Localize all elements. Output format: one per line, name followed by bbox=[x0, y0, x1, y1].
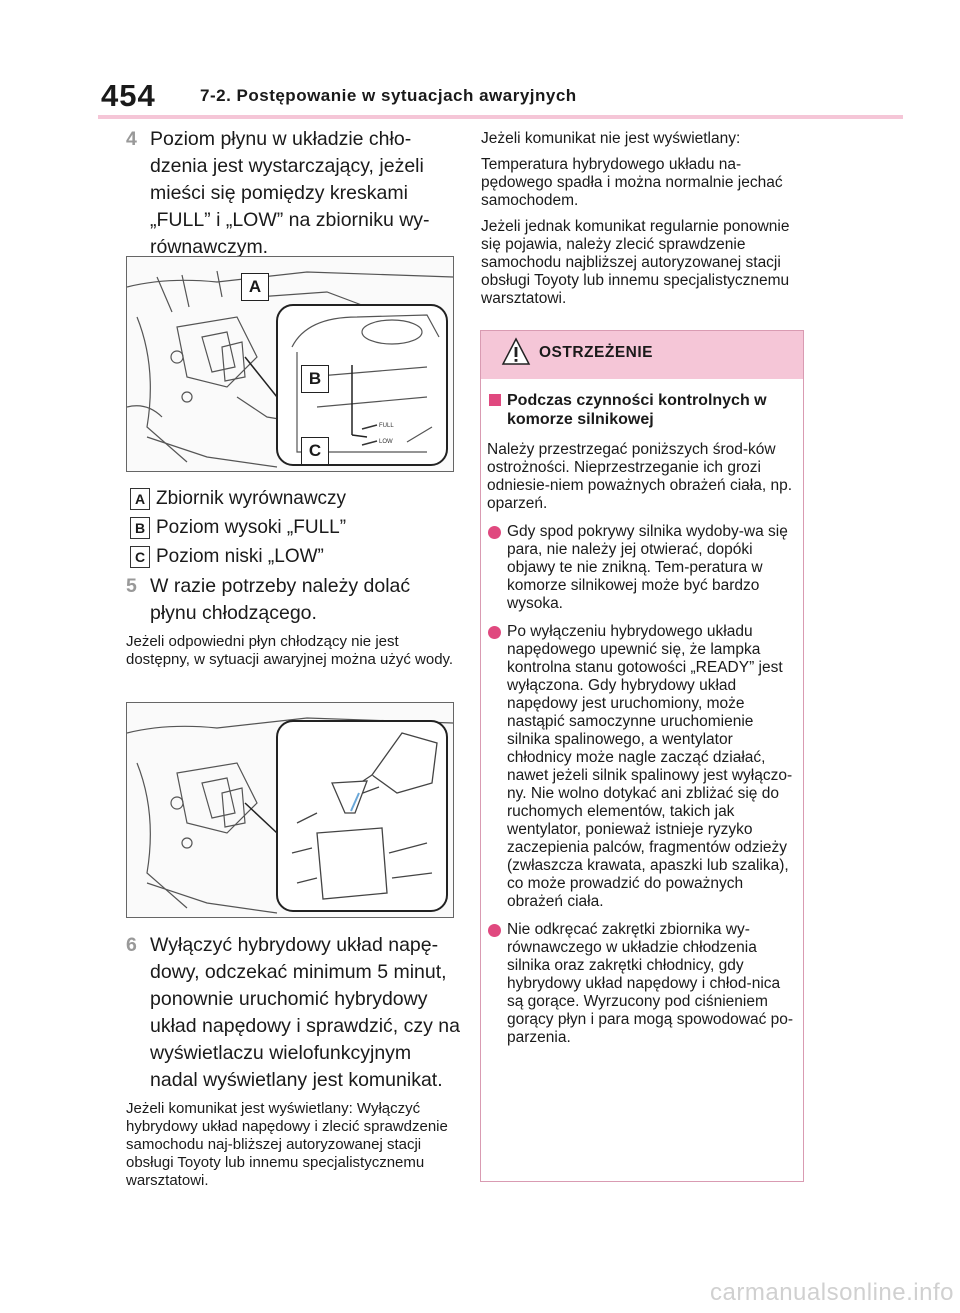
bullet-text: Gdy spod pokrywy silnika wydoby-wa się p… bbox=[507, 523, 788, 612]
watermark: carmanualsonline.info bbox=[710, 1279, 954, 1306]
step-number: 6 bbox=[126, 934, 137, 956]
label-key: A bbox=[130, 488, 150, 510]
paragraph-no-message: Jeżeli komunikat nie jest wyświetlany: bbox=[481, 130, 741, 147]
step-number: 5 bbox=[126, 575, 137, 597]
label-key: C bbox=[130, 546, 150, 568]
step-text: W razie potrzeby należy dolać płynu chło… bbox=[150, 575, 411, 624]
full-mark: FULL bbox=[379, 423, 394, 429]
callout-c: C bbox=[301, 437, 329, 465]
warning-header: OSTRZEŻENIE bbox=[481, 331, 803, 379]
square-bullet-icon bbox=[489, 394, 501, 406]
warning-intro: Należy przestrzegać poniższych środ-ków … bbox=[487, 441, 793, 512]
label-text: Poziom wysoki „FULL” bbox=[156, 517, 347, 538]
bullet-text: Nie odkręcać zakrętki zbiornika wy-równa… bbox=[507, 921, 794, 1046]
bullet-dot-icon bbox=[488, 526, 501, 539]
step-number: 4 bbox=[126, 128, 137, 150]
step-text: Poziom płynu w układzie chło-dzenia jest… bbox=[150, 128, 430, 258]
warning-bullet: Nie odkręcać zakrętki zbiornika wy-równa… bbox=[487, 921, 797, 1047]
step-6-note: Jeżeli komunikat jest wyświetlany: Wyłąc… bbox=[126, 1100, 448, 1189]
callout-b: B bbox=[301, 365, 329, 393]
callout-a: A bbox=[241, 273, 269, 301]
warning-bullet: Po wyłączeniu hybrydowego układu napędow… bbox=[487, 623, 797, 911]
label-text: Zbiornik wyrównawczy bbox=[156, 488, 347, 509]
step-4: 4 Poziom płynu w układzie chło-dzenia je… bbox=[126, 126, 456, 265]
warning-subheading: Podczas czynności kontrolnych w komorze … bbox=[487, 391, 797, 429]
bullet-text: Po wyłączeniu hybrydowego układu napędow… bbox=[507, 623, 793, 910]
step-5: 5 W razie potrzeby należy dolać płynu ch… bbox=[126, 573, 456, 669]
engine-bay-illustration: FULL LOW bbox=[126, 270, 454, 468]
low-mark: LOW bbox=[379, 439, 393, 445]
paragraph-recurring-message: Jeżeli jednak komunikat regularnie ponow… bbox=[481, 218, 790, 307]
label-key: B bbox=[130, 517, 150, 539]
warning-bullet: Gdy spod pokrywy silnika wydoby-wa się p… bbox=[487, 523, 797, 613]
coolant-pouring-illustration bbox=[126, 717, 454, 914]
warning-box: OSTRZEŻENIE Podczas czynności kontrolnyc… bbox=[480, 330, 804, 1182]
label-b: B Poziom wysoki „FULL” bbox=[130, 515, 460, 540]
label-a: A Zbiornik wyrównawczy bbox=[130, 486, 460, 511]
figure-labels: A Zbiornik wyrównawczy B Poziom wysoki „… bbox=[130, 486, 460, 573]
step-6: 6 Wyłączyć hybrydowy układ napę-dowy, od… bbox=[126, 932, 461, 1190]
step-text: Wyłączyć hybrydowy układ napę-dowy, odcz… bbox=[150, 934, 460, 1091]
label-text: Poziom niski „LOW” bbox=[156, 546, 324, 567]
warning-title: OSTRZEŻENIE bbox=[539, 344, 654, 361]
label-c: C Poziom niski „LOW” bbox=[130, 544, 460, 569]
section-title: 7-2. Postępowanie w sytuacjach awaryjnyc… bbox=[200, 86, 577, 105]
figure-coolant-reservoir-level: FULL LOW A B C bbox=[126, 256, 454, 472]
header-divider bbox=[98, 115, 903, 119]
paragraph-temperature: Temperatura hybrydowego układu na-pędowe… bbox=[481, 156, 783, 209]
bullet-dot-icon bbox=[488, 626, 501, 639]
bullet-dot-icon bbox=[488, 924, 501, 937]
figure-adding-coolant bbox=[126, 702, 454, 918]
warning-triangle-icon bbox=[501, 337, 531, 365]
page-number: 454 bbox=[101, 78, 156, 113]
right-column-text: Jeżeli komunikat nie jest wyświetlany: T… bbox=[481, 130, 811, 316]
warning-subheading-text: Podczas czynności kontrolnych w komorze … bbox=[507, 392, 767, 428]
step-5-note: Jeżeli odpowiedni płyn chłodzący nie jes… bbox=[126, 633, 454, 668]
